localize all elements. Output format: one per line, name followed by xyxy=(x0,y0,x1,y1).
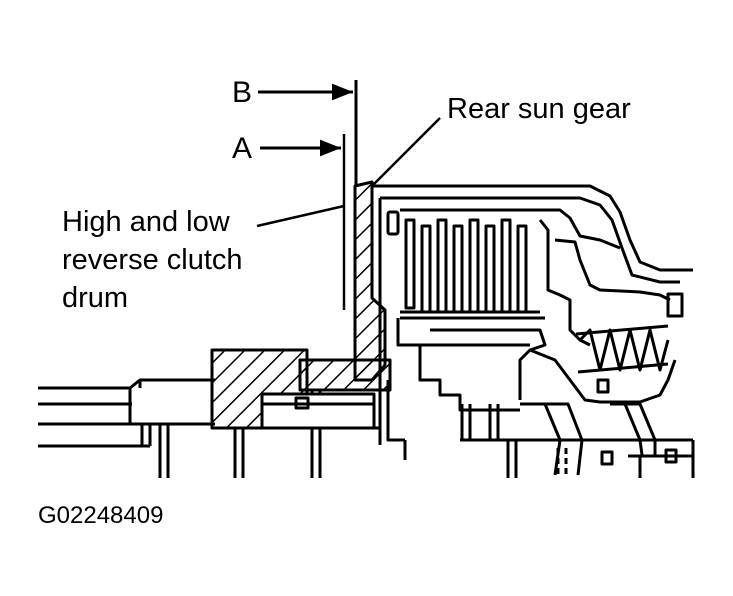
drum-housing xyxy=(372,184,693,445)
piston xyxy=(538,219,684,347)
dimension-a-marker xyxy=(260,134,346,310)
figure-code: G02248409 xyxy=(38,502,164,529)
output-shaft xyxy=(506,440,695,478)
clutch-drum-wall xyxy=(353,180,387,382)
label-b: B xyxy=(232,76,253,109)
label-a: A xyxy=(232,132,253,165)
dimension-b-marker xyxy=(258,80,358,185)
input-shaft xyxy=(38,378,215,478)
clutch-drum-leader xyxy=(256,204,345,228)
label-clutch-drum-line1: High and low xyxy=(62,206,230,238)
hub-body xyxy=(386,318,547,442)
label-rear-sun-gear: Rear sun gear xyxy=(447,93,631,125)
label-clutch-drum-line3: drum xyxy=(62,282,129,314)
inner-sleeve xyxy=(240,392,380,430)
snap-ring xyxy=(386,210,400,236)
clutch-plates xyxy=(400,218,545,320)
sun-gear-teeth xyxy=(520,402,657,476)
label-clutch-drum-line2: reverse clutch xyxy=(62,244,243,276)
return-springs xyxy=(575,324,670,374)
rear-sun-gear-leader xyxy=(371,117,441,187)
